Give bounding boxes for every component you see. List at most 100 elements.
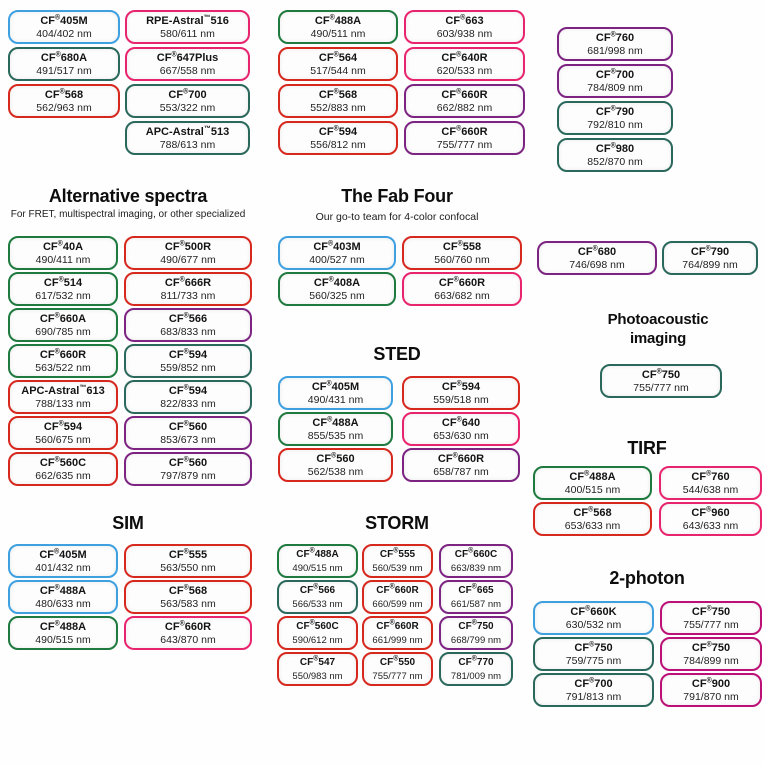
dye-excitation-emission: 400/515 nm — [564, 483, 621, 496]
dye-name: CF®750 — [691, 604, 731, 618]
dye-name: CF®560 — [168, 419, 208, 433]
dye-excitation-emission: 788/613 nm — [159, 138, 216, 151]
dye-name: CF®514 — [43, 275, 83, 289]
dye-name: CF®790 — [595, 104, 635, 118]
dye-excitation-emission: 643/870 nm — [160, 633, 216, 646]
dye-pill: CF®550 755/777 nm — [362, 652, 433, 686]
dye-name: CF®488A — [39, 619, 87, 633]
dye-excitation-emission: 822/833 nm — [160, 397, 216, 410]
dye-excitation-emission: 781/009 nm — [450, 670, 502, 682]
dye-name: CF®594 — [43, 419, 83, 433]
dye-name: CF®568 — [573, 505, 612, 519]
dye-excitation-emission: 630/532 nm — [565, 618, 622, 631]
dye-excitation-emission: 580/611 nm — [160, 27, 215, 40]
dye-name: CF®560 — [168, 455, 208, 469]
dye-name: CF®594 — [441, 379, 481, 393]
dye-excitation-emission: 755/777 nm — [372, 670, 423, 682]
dye-excitation-emission: 784/899 nm — [683, 654, 739, 667]
dye-excitation-emission: 553/322 nm — [159, 101, 216, 114]
dye-name: CF®550 — [379, 655, 416, 668]
dye-excitation-emission: 852/870 nm — [587, 155, 643, 168]
dye-excitation-emission: 490/431 nm — [307, 393, 364, 406]
dye-excitation-emission: 490/411 nm — [35, 253, 91, 266]
dye-excitation-emission: 663/682 nm — [434, 289, 490, 302]
sted-title: STED — [373, 344, 421, 364]
dye-excitation-emission: 562/963 nm — [36, 101, 92, 114]
dye-name: CF®488A — [312, 415, 359, 429]
dye-name: CF®405M — [40, 13, 88, 27]
dye-name: CF®660R — [376, 583, 419, 596]
dye-name: CF®40A — [42, 239, 84, 253]
dye-name: CF®500R — [164, 239, 212, 253]
dye-name: CF®647Plus — [156, 50, 219, 64]
dye-name: CF®488A — [314, 13, 362, 27]
dye-excitation-emission: 560/325 nm — [309, 289, 365, 302]
dye-excitation-emission: 791/870 nm — [683, 690, 739, 703]
dye-name: CF®403M — [313, 239, 361, 253]
dye-excitation-emission: 792/810 nm — [587, 118, 643, 131]
dye-name: CF®680 — [577, 244, 617, 258]
storm-title: STORM — [365, 513, 429, 533]
dye-excitation-emission: 560/675 nm — [35, 433, 91, 446]
dye-excitation-emission: 556/812 nm — [310, 138, 366, 151]
dye-excitation-emission: 797/879 nm — [160, 469, 216, 482]
dye-name: CF®750 — [641, 367, 681, 381]
dye-excitation-emission: 490/515 nm — [35, 633, 91, 646]
dye-excitation-emission: 491/517 nm — [36, 64, 92, 77]
dye-excitation-emission: 661/999 nm — [372, 634, 423, 646]
dye-name: RPE-Astral™516 — [146, 13, 229, 27]
dye-name: CF®405M — [39, 547, 87, 561]
dye-name: CF®405M — [311, 379, 360, 393]
dye-excitation-emission: 755/777 nm — [633, 381, 689, 394]
dye-excitation-emission: 788/133 nm — [35, 397, 91, 410]
dye-excitation-emission: 544/638 nm — [682, 483, 739, 496]
dye-excitation-emission: 562/538 nm — [307, 465, 364, 478]
dye-name: CF®408A — [313, 275, 361, 289]
dye-name: CF®680A — [40, 50, 88, 64]
dye-excitation-emission: 667/558 nm — [159, 64, 216, 77]
dye-name: CF®665 — [458, 583, 494, 596]
dye-name: CF®640 — [441, 415, 481, 429]
dye-name: CF®660A — [39, 311, 87, 325]
dye-name: CF®566 — [168, 311, 208, 325]
dye-name: CF®750 — [458, 619, 494, 632]
